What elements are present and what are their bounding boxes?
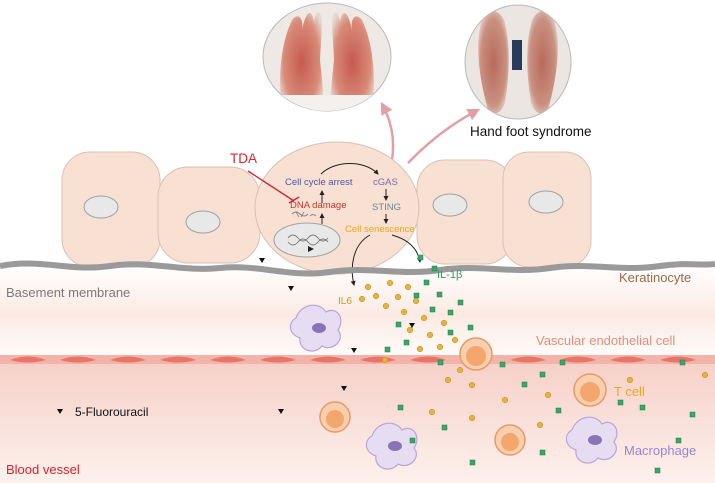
nucleus-marker bbox=[308, 246, 314, 252]
pathway: TDA Cell cycle arrest DNA damage cGAS ST… bbox=[230, 151, 422, 286]
dermis-region bbox=[0, 265, 715, 365]
basement-membrane bbox=[0, 260, 715, 277]
cell-senescence-label: Cell senescence bbox=[345, 224, 415, 235]
cgas-label: cGAS bbox=[373, 177, 398, 188]
arrow-to-feet bbox=[407, 108, 481, 164]
tda-label: TDA bbox=[230, 151, 257, 166]
t-cells bbox=[319, 337, 607, 456]
arrow-to-hands bbox=[380, 101, 395, 161]
foot-photo bbox=[464, 4, 572, 120]
dna-icon-damaged bbox=[291, 211, 317, 218]
il1b-label: IL-1β bbox=[437, 269, 462, 281]
macrophage-nuclei bbox=[312, 323, 602, 451]
endothelial-cells bbox=[10, 356, 696, 363]
hand-foot-syndrome-caption: Hand foot syndrome bbox=[470, 124, 592, 139]
dna-icon-nucleus bbox=[287, 234, 329, 246]
cell-cycle-arrest-label: Cell cycle arrest bbox=[285, 177, 353, 188]
dna-damage-label: DNA damage bbox=[290, 200, 347, 211]
basement-membrane-label: Basement membrane bbox=[6, 285, 130, 300]
keratinocyte-label: Keratinocyte bbox=[619, 270, 691, 285]
il1b-particles bbox=[384, 254, 696, 474]
il6-label: IL6 bbox=[338, 296, 352, 307]
legend-5fu-label: 5-Fluorouracil bbox=[75, 405, 148, 419]
macrophage-label: Macrophage bbox=[624, 443, 696, 458]
vascular-endothelial-label: Vascular endothelial cell bbox=[536, 333, 675, 348]
vessel-wall bbox=[0, 355, 715, 364]
sting-label: STING bbox=[372, 202, 401, 213]
nuclei bbox=[83, 190, 564, 258]
blood-vessel-label: Blood vessel bbox=[6, 462, 80, 477]
il6-particles bbox=[358, 279, 709, 429]
t-cell-label: T cell bbox=[614, 384, 645, 399]
fluorouracil-markers bbox=[57, 258, 415, 414]
